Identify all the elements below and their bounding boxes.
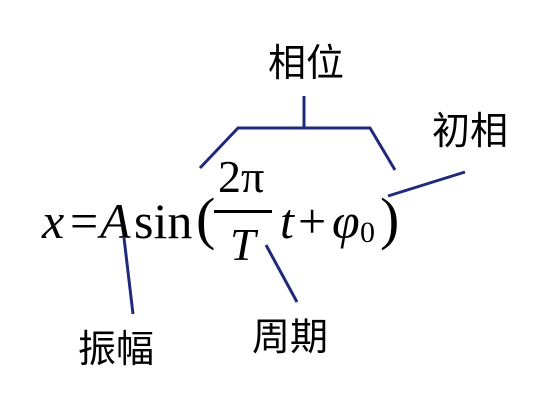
initial-phase-leader-line — [387, 170, 466, 198]
fraction-bar — [214, 210, 272, 213]
formula-denominator-t: T — [230, 219, 256, 270]
formula-numerator: 2π — [218, 151, 265, 202]
formula-amplitude-a: A — [100, 193, 131, 249]
formula-equals-sign: = — [70, 193, 99, 249]
formula-open-paren: ( — [196, 186, 216, 251]
phase-label: 相位 — [268, 41, 345, 85]
formula-phi: φ — [332, 193, 360, 249]
period-leader-line — [264, 244, 299, 303]
formula-phi-subscript: 0 — [360, 216, 375, 249]
formula-plus-sign: + — [298, 193, 327, 249]
amplitude-label: 振幅 — [78, 327, 155, 371]
formula-sin: sin — [134, 193, 193, 249]
period-label: 周期 — [252, 315, 329, 359]
initial-phase-label: 初相 — [432, 109, 509, 153]
formula-displacement-x: x — [42, 193, 65, 249]
amplitude-leader-line — [122, 237, 135, 315]
formula-time-t: t — [280, 193, 294, 249]
formula-close-paren: ) — [380, 186, 400, 251]
